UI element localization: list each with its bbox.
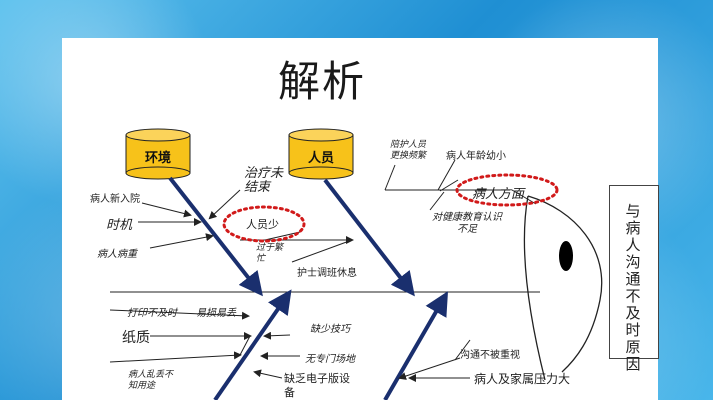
label-patient-confused: 病人乱丢不 知用途: [128, 370, 174, 391]
arrow-personnel: [323, 178, 415, 297]
label-no-venue: 无专门场地: [305, 354, 355, 365]
result-box: [609, 185, 659, 359]
label-timing: 时机: [106, 218, 133, 233]
label-staff-shortage: 人员少: [246, 218, 279, 231]
arrow-bottom-left: [213, 289, 292, 400]
label-health-education: 对健康教育认识 不足: [432, 212, 502, 235]
label-new-admission: 病人新入院: [90, 194, 140, 205]
arrow-bottom-right: [383, 291, 449, 400]
content-panel: [62, 38, 658, 400]
drum-personnel: [288, 128, 354, 180]
category-environment: 环境: [144, 151, 171, 166]
highlight-ellipse-patient-side: [455, 173, 559, 207]
label-no-electronic: 缺乏电子版设 备: [284, 372, 350, 399]
label-overbusy: 过于繁 忙: [256, 243, 284, 264]
label-treatment-unfinished: 治疗未 结束: [244, 166, 284, 195]
label-nurse-rest: 护士调班休息: [297, 268, 357, 279]
fish-head: [527, 195, 603, 373]
label-comm-ignored: 沟通不被重视: [460, 350, 520, 361]
drum-environment: [125, 128, 191, 180]
label-patient-age: 病人年龄幼小: [446, 151, 506, 162]
label-patient-severe: 病人病重: [97, 249, 137, 260]
label-escort-change: 陪护人员 更换频繁: [390, 140, 427, 161]
label-lack-skill: 缺少技巧: [310, 324, 350, 335]
result-text: 与病人沟通不及时原因: [625, 202, 641, 373]
label-patient-side: 病人方面: [472, 187, 525, 202]
arrow-environment: [168, 176, 263, 297]
label-family-pressure: 病人及家属压力大: [474, 372, 571, 386]
page-title: 解析: [277, 57, 366, 106]
category-personnel: 人员: [307, 151, 334, 166]
highlight-ellipse-staff-shortage: [222, 205, 306, 243]
fish-eye: [559, 241, 573, 271]
label-paper: 纸质: [122, 330, 150, 346]
label-easy-damage: 易损易丢: [196, 308, 236, 319]
label-print-late: 打印不及时: [127, 308, 177, 319]
